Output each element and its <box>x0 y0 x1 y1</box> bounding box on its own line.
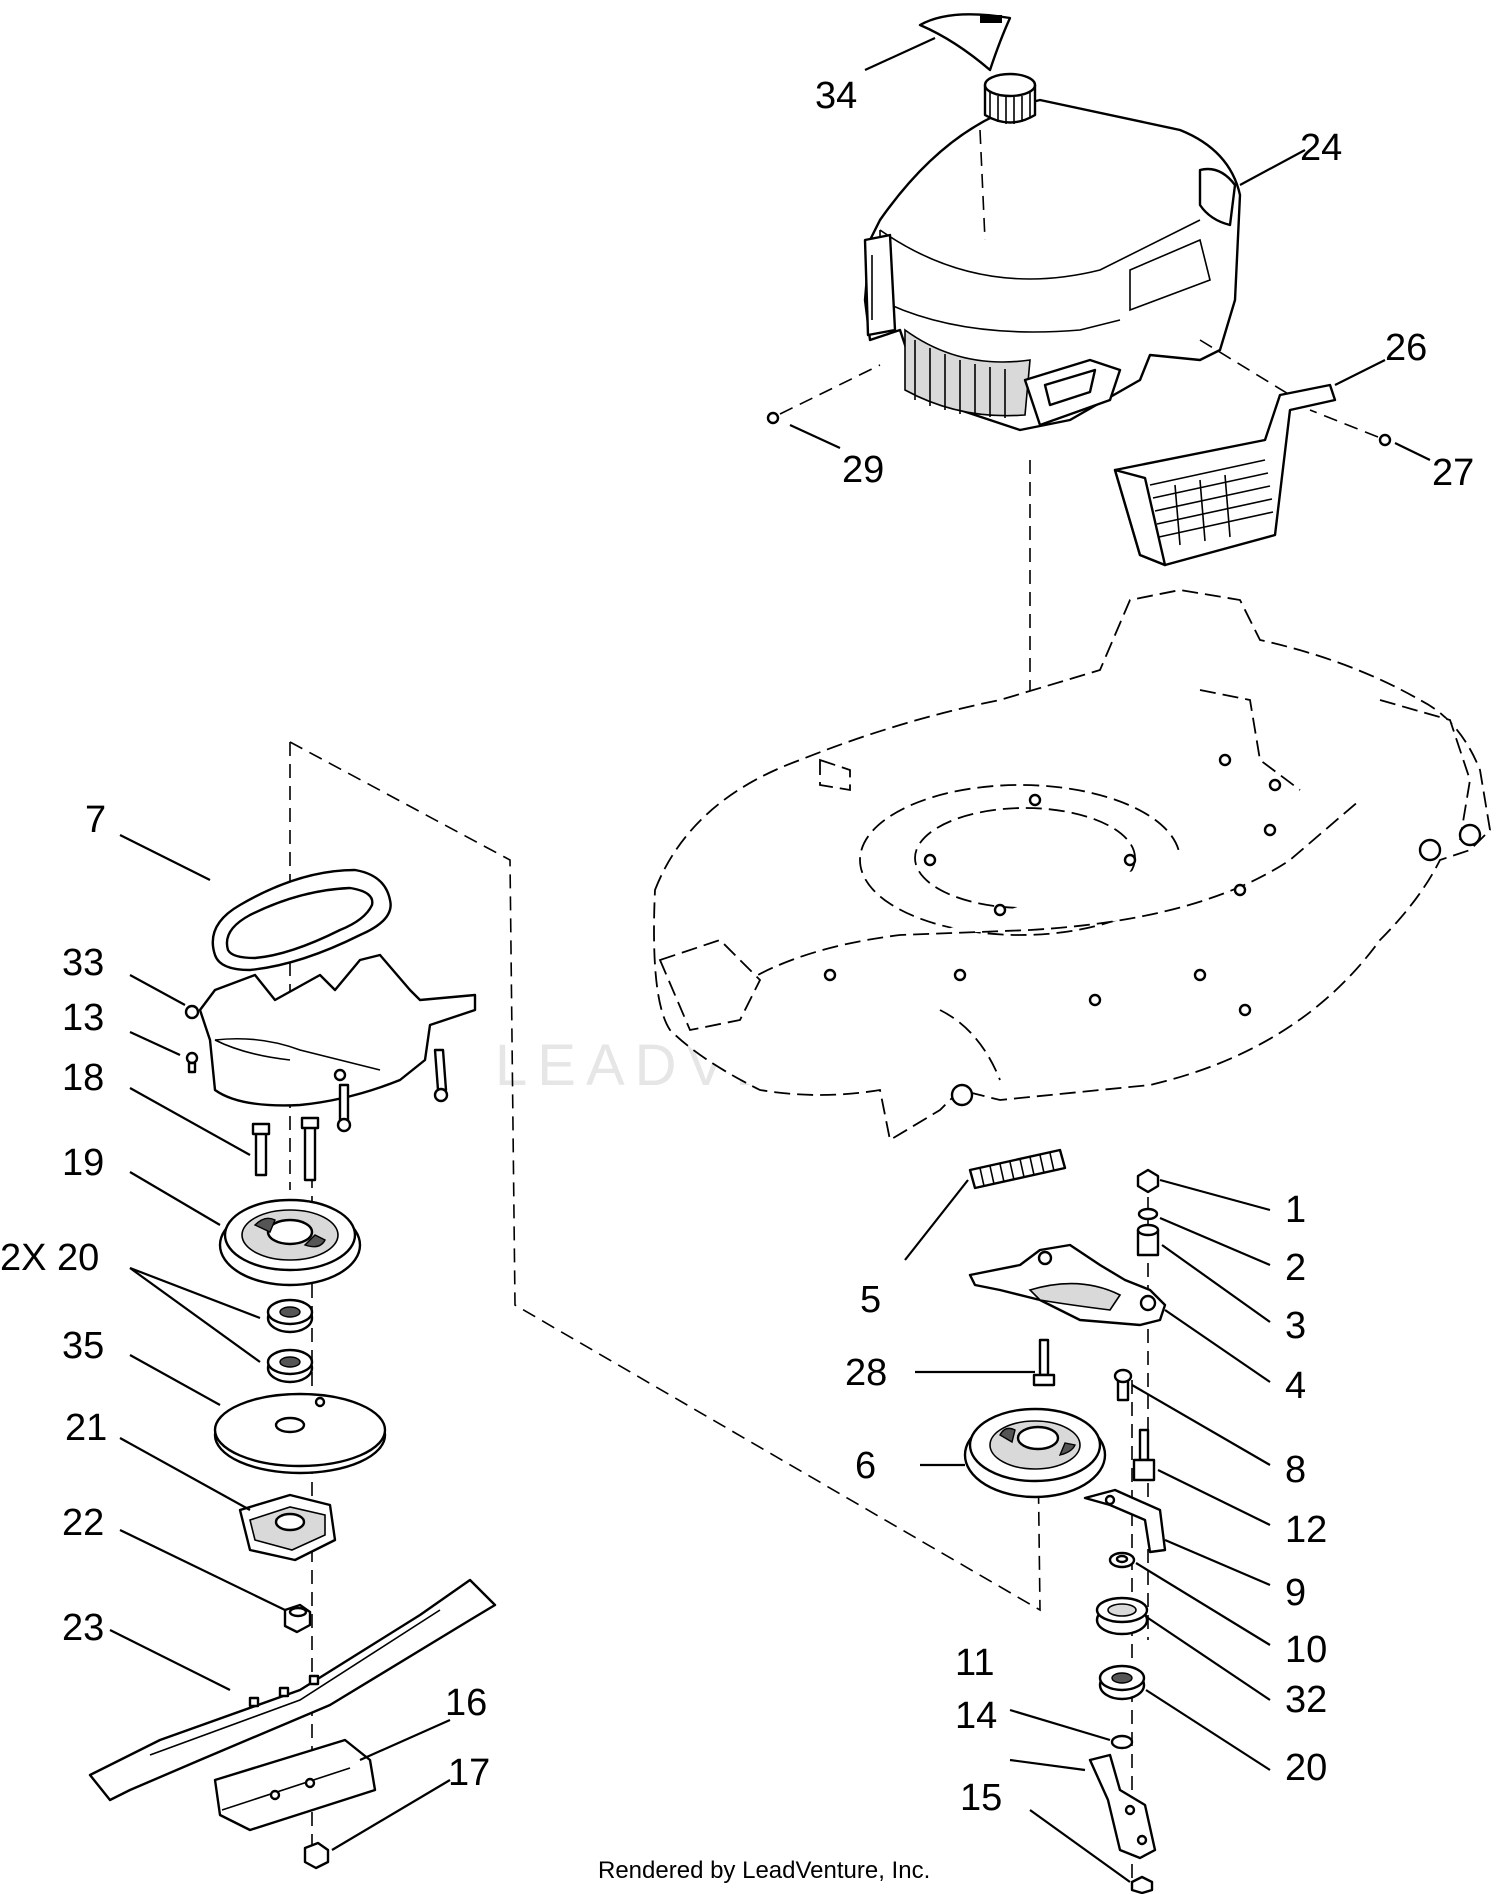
fuel-cap <box>983 72 1037 124</box>
guard-26 <box>1113 383 1337 567</box>
callout-17: 17 <box>448 1752 490 1794</box>
callout-labels: 34 24 26 29 27 7 33 13 18 19 2X 20 35 21… <box>0 75 1474 1819</box>
callout-15: 15 <box>960 1777 1002 1819</box>
bearings-20-left <box>266 1298 314 1384</box>
engine-cooling-fins <box>914 340 1006 418</box>
callout-26: 26 <box>1385 327 1427 369</box>
shaft-12 <box>1132 1428 1156 1482</box>
callout-24: 24 <box>1300 127 1342 169</box>
callout-8: 8 <box>1285 1449 1306 1491</box>
callout-35: 35 <box>62 1325 104 1367</box>
callout-28: 28 <box>845 1352 887 1394</box>
nut-17 <box>303 1841 330 1870</box>
cover-screws <box>336 1048 449 1133</box>
spacer-3 <box>1136 1223 1160 1257</box>
spring-5 <box>968 1148 1067 1190</box>
callout-2x-20: 2X 20 <box>0 1237 99 1279</box>
callout-14: 14 <box>955 1695 997 1737</box>
adapter-21 <box>238 1493 337 1562</box>
idler-pulley-6 <box>963 1407 1107 1499</box>
callout-12: 12 <box>1285 1509 1327 1551</box>
callout-34: 34 <box>815 75 857 117</box>
callout-10: 10 <box>1285 1629 1327 1671</box>
callout-21: 21 <box>65 1407 107 1449</box>
washer-2 <box>1137 1207 1159 1221</box>
nut-15 <box>1130 1875 1154 1894</box>
pulley-19 <box>218 1198 362 1287</box>
callout-5: 5 <box>860 1279 881 1321</box>
bearing-20-right <box>1098 1664 1146 1701</box>
callout-1: 1 <box>1285 1189 1306 1231</box>
decal-34 <box>918 13 1012 72</box>
bolts-18 <box>251 1116 320 1182</box>
callout-23: 23 <box>62 1607 104 1649</box>
callout-7: 7 <box>85 799 106 841</box>
callout-13: 13 <box>62 997 104 1039</box>
callout-29: 29 <box>842 449 884 491</box>
callout-32: 32 <box>1285 1679 1327 1721</box>
left-exploded-boundary <box>289 741 1041 1612</box>
callout-6: 6 <box>855 1445 876 1487</box>
bushing-32 <box>1095 1596 1149 1636</box>
callout-2: 2 <box>1285 1247 1306 1289</box>
screw-27 <box>1199 339 1392 447</box>
callout-27: 27 <box>1432 452 1474 494</box>
nut-22 <box>283 1603 312 1634</box>
callout-22: 22 <box>62 1502 104 1544</box>
callout-9: 9 <box>1285 1572 1306 1614</box>
idler-arm-4 <box>968 1243 1167 1327</box>
screw-29 <box>766 364 881 425</box>
leader-lines <box>109 36 1431 1883</box>
footer-credit: Rendered by LeadVenture, Inc. <box>598 1857 930 1884</box>
callout-33: 33 <box>62 942 104 984</box>
callout-16: 16 <box>445 1682 487 1724</box>
callout-3: 3 <box>1285 1305 1306 1347</box>
callout-18: 18 <box>62 1057 104 1099</box>
pin-8 <box>1113 1368 1133 1402</box>
mower-deck <box>653 589 1491 1142</box>
nut-1 <box>1136 1168 1160 1194</box>
callout-19: 19 <box>62 1142 104 1184</box>
baffle-16 <box>213 1738 377 1832</box>
washer-10 <box>1108 1551 1136 1569</box>
screw-13 <box>185 1051 199 1074</box>
plate-35 <box>213 1392 387 1475</box>
bracket-9 <box>1083 1488 1167 1554</box>
callout-11: 11 <box>955 1642 994 1684</box>
spacer-11 <box>1110 1734 1134 1750</box>
belt-7 <box>211 868 392 972</box>
engine-assembly <box>863 13 1242 432</box>
belt-cover-33 <box>184 953 477 1107</box>
blade-23 <box>88 1578 497 1802</box>
bolt-28 <box>1032 1338 1056 1387</box>
callout-4: 4 <box>1285 1365 1306 1407</box>
callout-20: 20 <box>1285 1747 1327 1789</box>
plate-14 <box>1088 1753 1157 1860</box>
